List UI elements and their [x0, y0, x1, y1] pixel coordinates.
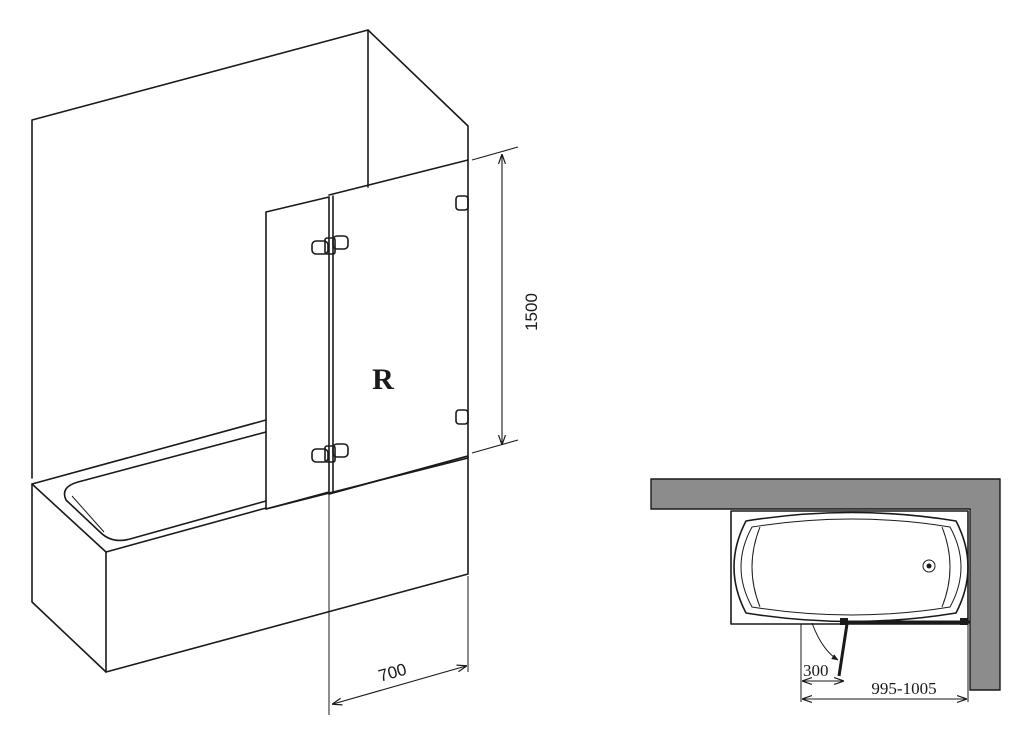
- tub-end-panel: [31, 483, 107, 673]
- height-dimension-label: 1500: [522, 293, 541, 331]
- wall-bracket-top: [455, 195, 469, 211]
- plan-bathtub: [730, 510, 969, 625]
- wall-bracket-bottom: [455, 409, 469, 425]
- height-dimension: 1500: [471, 146, 541, 454]
- plan-screen: [811, 618, 970, 677]
- swing-dimension-label: 300: [803, 661, 829, 680]
- tub-inner-basin: [63, 431, 267, 542]
- width-dimension: 700: [328, 494, 469, 715]
- bath-screen: R: [265, 159, 469, 510]
- drain-icon: [922, 559, 936, 573]
- folding-panel: [265, 196, 330, 510]
- wall-outline: [31, 29, 469, 479]
- side-label: R: [372, 363, 394, 396]
- bathtub: [31, 419, 469, 673]
- panel-hinge-bottom: [311, 443, 349, 463]
- isometric-view: R 1500 700: [31, 29, 541, 715]
- range-dimension-label: 995-1005: [871, 679, 936, 698]
- tub-front-panel: [105, 455, 469, 673]
- panel-hinge-top: [311, 235, 349, 255]
- tub-rim: [31, 419, 267, 553]
- plan-dimensions: 300 995-1005: [800, 624, 969, 702]
- plan-walls: [650, 478, 1001, 691]
- plan-view: 300 995-1005: [650, 478, 1001, 702]
- fixed-panel: [328, 159, 469, 495]
- width-dimension-label: 700: [376, 660, 409, 686]
